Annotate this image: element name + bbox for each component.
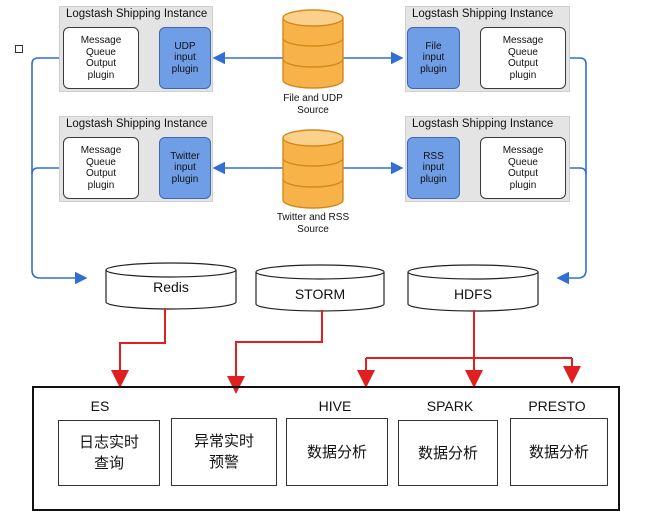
redis-cylinder: [105, 262, 237, 310]
card-anomaly-realtime-alert: 异常实时 预警: [171, 418, 277, 486]
card-hive-data-analysis: 数据分析: [286, 418, 388, 486]
twitter-rss-source-label: Twitter and RSS Source: [276, 212, 350, 235]
queue-output-plugin: Message Queue Output plugin: [63, 137, 139, 199]
flow-left-bus: [31, 57, 88, 285]
queue-output-plugin: Message Queue Output plugin: [63, 27, 139, 89]
red-redis-to-es: [111, 308, 166, 388]
file-input-plugin: File input plugin: [407, 27, 460, 89]
twitter-input-plugin: Twitter input plugin: [159, 137, 211, 199]
queue-output-plugin: Message Queue Output plugin: [480, 27, 566, 89]
category-hive: HIVE: [318, 398, 352, 414]
hdfs-label: HDFS: [453, 286, 493, 302]
category-presto: PRESTO: [528, 398, 586, 414]
flow-left-bus-2: [31, 167, 60, 175]
shipping-instance-title: Logstash Shipping Instance: [66, 118, 208, 130]
shipping-instance-udp: Logstash Shipping Instance Message Queue…: [59, 6, 213, 92]
database-icon-1: [282, 9, 344, 89]
card-spark-data-analysis: 数据分析: [398, 420, 498, 486]
storm-cylinder: [255, 264, 385, 312]
database-icon-2: [282, 129, 344, 209]
rss-input-plugin: RSS input plugin: [407, 137, 460, 199]
shipping-instance-twitter: Logstash Shipping Instance Message Queue…: [59, 116, 213, 202]
flow-right-bus: [556, 57, 587, 285]
file-udp-source-label: File and UDP Source: [283, 93, 343, 116]
category-spark: SPARK: [426, 398, 474, 414]
red-storm-to-alert: [227, 310, 323, 394]
category-es: ES: [90, 398, 110, 414]
redis-label: Redis: [153, 279, 189, 295]
flow-right-bus-2: [566, 167, 587, 175]
shipping-instance-rss: Logstash Shipping Instance RSS input plu…: [405, 116, 570, 202]
shipping-instance-title: Logstash Shipping Instance: [66, 8, 208, 20]
stray-square-marker: [15, 45, 23, 53]
applications-panel: [32, 386, 620, 511]
queue-output-plugin: Message Queue Output plugin: [480, 137, 566, 199]
card-log-realtime-query: 日志实时 查询: [58, 420, 160, 486]
storm-label: STORM: [294, 286, 346, 302]
shipping-instance-file: Logstash Shipping Instance File input pl…: [405, 6, 570, 92]
shipping-instance-title: Logstash Shipping Instance: [412, 8, 554, 20]
udp-input-plugin: UDP input plugin: [159, 27, 211, 89]
card-presto-data-analysis: 数据分析: [510, 418, 608, 486]
shipping-instance-title: Logstash Shipping Instance: [412, 118, 554, 130]
